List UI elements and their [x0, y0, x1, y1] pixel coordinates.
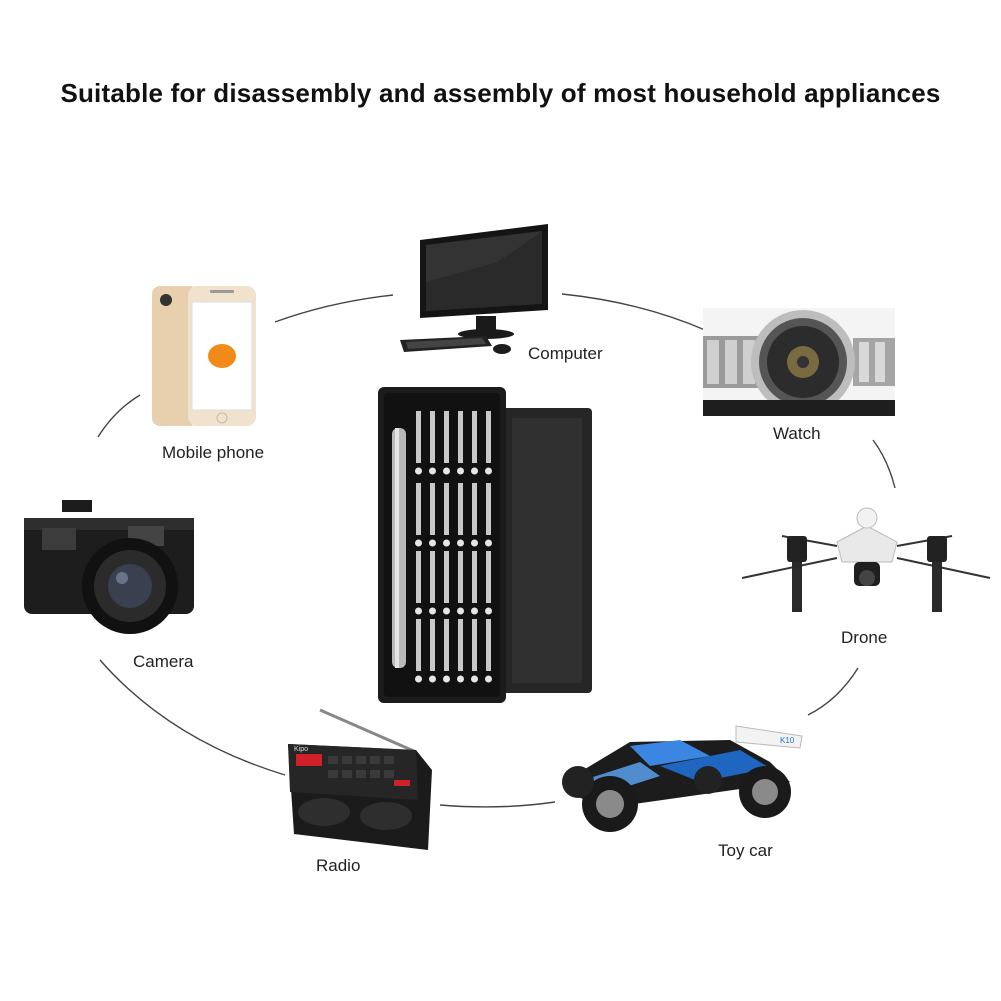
bit-holder	[415, 675, 422, 683]
screwdriver-bit	[444, 551, 449, 603]
label-drone: Drone	[841, 628, 888, 647]
bit-holder	[471, 467, 478, 475]
screwdriver-bit	[472, 619, 477, 671]
bit-holder	[443, 607, 450, 615]
bit-holder	[485, 539, 492, 547]
label-camera: Camera	[133, 652, 194, 671]
bit-holder	[429, 539, 436, 547]
bit-holder	[485, 607, 492, 615]
screwdriver-bit	[430, 483, 435, 535]
screwdriver-bit	[444, 483, 449, 535]
screwdriver-bit	[458, 619, 463, 671]
screwdriver-bit	[472, 551, 477, 603]
label-toy-car: Toy car	[718, 841, 773, 860]
screwdriver-bit	[430, 551, 435, 603]
bit-holder	[457, 675, 464, 683]
label-mobile-phone: Mobile phone	[162, 443, 265, 462]
label-computer: Computer	[528, 344, 603, 363]
bit-holder	[429, 467, 436, 475]
screwdriver-kit-image	[372, 383, 597, 708]
screwdriver-bit	[472, 411, 477, 463]
screwdriver-bit	[416, 619, 421, 671]
screwdriver-bit	[416, 411, 421, 463]
label-watch: Watch	[773, 424, 821, 443]
bit-holder	[485, 467, 492, 475]
drone-image	[742, 506, 992, 621]
screwdriver-bit	[486, 551, 491, 603]
screwdriver-bit	[444, 411, 449, 463]
watch-image	[703, 308, 895, 416]
screwdriver-bit	[472, 483, 477, 535]
screwdriver-bit	[486, 483, 491, 535]
radio-image: Kipo	[286, 708, 434, 853]
screwdriver-bit	[486, 619, 491, 671]
bit-holder	[429, 607, 436, 615]
screwdriver-bit	[430, 619, 435, 671]
screwdriver-bit	[444, 619, 449, 671]
camera-image	[22, 500, 197, 640]
headline: Suitable for disassembly and assembly of…	[60, 78, 941, 108]
screwdriver-bit	[416, 551, 421, 603]
bit-holder	[415, 607, 422, 615]
radio-brand-text: Kipo	[294, 746, 308, 753]
car-tag-text: K10	[780, 736, 795, 745]
bit-holder	[429, 675, 436, 683]
bit-holder	[457, 539, 464, 547]
mobile-phone-image	[150, 284, 258, 429]
bit-holder	[457, 607, 464, 615]
bit-holder	[443, 675, 450, 683]
label-radio: Radio	[316, 856, 361, 875]
bit-holder	[471, 675, 478, 683]
toy-car-image: K10	[560, 722, 805, 834]
bit-holder	[471, 607, 478, 615]
bit-holder	[457, 467, 464, 475]
bit-holder	[415, 467, 422, 475]
screwdriver-bit	[486, 411, 491, 463]
bit-holder	[415, 539, 422, 547]
screwdriver-bit	[430, 411, 435, 463]
computer-image	[398, 222, 553, 357]
screwdriver-bit	[458, 551, 463, 603]
bit-holder	[443, 539, 450, 547]
bit-holder	[443, 467, 450, 475]
bit-holder	[471, 539, 478, 547]
screwdriver-bit	[458, 411, 463, 463]
bit-holder	[485, 675, 492, 683]
screwdriver-bit	[458, 483, 463, 535]
screwdriver-bit	[416, 483, 421, 535]
